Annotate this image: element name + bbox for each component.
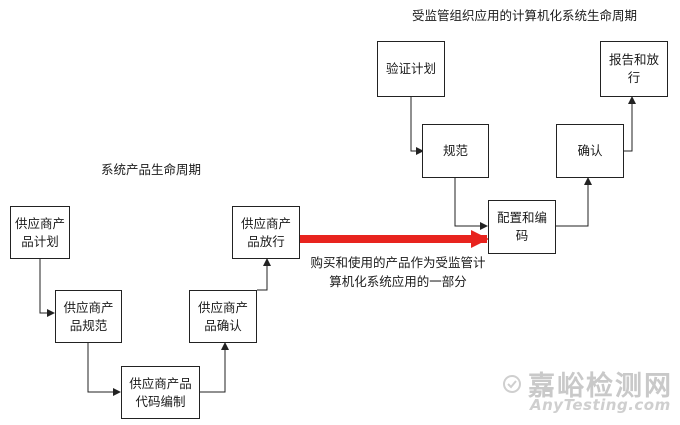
box-verification: 确认	[556, 124, 624, 178]
arrow-note: 购买和使用的产品作为受监管计算机化系统应用的一部分	[310, 255, 486, 289]
connector-plan-to-spec	[410, 97, 424, 155]
box-supplier-verification: 供应商产品确认	[189, 290, 257, 343]
box-label: 供应商产品放行	[240, 215, 291, 249]
box-supplier-release: 供应商产品放行	[232, 206, 300, 259]
connector-planning-to-spec	[39, 259, 55, 317]
box-label: 报告和放行	[608, 52, 659, 85]
box-specification: 规范	[422, 124, 489, 178]
box-supplier-coding: 供应商产品代码编制	[121, 366, 200, 419]
box-label: 供应商产品代码编制	[129, 375, 192, 409]
connector-spec-to-coding	[87, 343, 121, 396]
connector-verification-to-report	[624, 96, 636, 152]
box-validation-plan: 验证计划	[377, 41, 445, 97]
watermark-english: AnyTesting.com	[530, 396, 671, 414]
connector-spec-to-config	[454, 178, 488, 230]
box-supplier-specification: 供应商产品规范	[55, 290, 122, 343]
box-supplier-planning: 供应商产品计划	[10, 206, 70, 259]
box-configuration-coding: 配置和编码	[488, 200, 556, 254]
box-label: 验证计划	[385, 61, 436, 76]
connector-verification-to-release	[257, 258, 271, 291]
box-label: 供应商产品确认	[197, 299, 248, 333]
watermark-logo-icon	[503, 375, 521, 393]
connector-config-to-verification	[556, 177, 592, 227]
watermark-chinese: 嘉峪检测网	[528, 371, 673, 402]
box-report-release: 报告和放行	[600, 41, 668, 97]
box-label: 规范	[442, 143, 468, 158]
product-lifecycle-title: 系统产品生命周期	[101, 162, 202, 177]
box-label: 供应商产品规范	[63, 299, 114, 333]
connector-coding-to-verification	[200, 342, 229, 393]
regulated-lifecycle-title: 受监管组织应用的计算机化系统生命周期	[412, 8, 638, 23]
box-label: 确认	[577, 143, 603, 158]
box-label: 配置和编码	[496, 210, 547, 243]
box-label: 供应商产品计划	[14, 215, 65, 249]
